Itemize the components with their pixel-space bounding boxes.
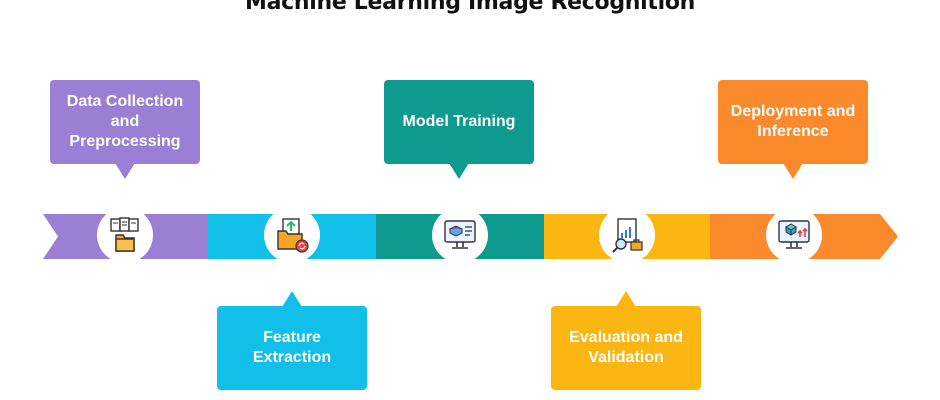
step-box-deployment: Deployment and Inference: [718, 80, 868, 164]
step-label-data-collection: Data Collection and Preprocessing: [66, 93, 184, 150]
step-pointer-data-collection: [115, 163, 135, 179]
icon-circle-5: [766, 207, 822, 263]
documents-folder-icon: [110, 217, 139, 252]
step-box-evaluation: Evaluation and Validation: [551, 306, 701, 390]
step-pointer-model-training: [449, 163, 469, 179]
diagram-title: Machine Learning Image Recognition: [244, 0, 696, 15]
step-pointer-feature-extraction: [282, 291, 302, 307]
icon-circle-4: [599, 207, 655, 263]
report-magnifier-briefcase-icon: [612, 218, 643, 253]
folder-upload-refresh-icon: [277, 218, 309, 253]
monitor-model-icon: [444, 220, 476, 249]
step-box-model-training: Model Training: [384, 80, 534, 164]
monitor-cube-arrows-icon: [778, 220, 810, 249]
step-label-deployment: Deployment and Inference: [730, 103, 856, 140]
step-label-model-training: Model Training: [402, 113, 516, 130]
step-pointer-deployment: [783, 163, 803, 179]
icon-circle-2: [264, 207, 320, 263]
step-pointer-evaluation: [616, 291, 636, 307]
step-label-feature-extraction: Feature Extraction: [252, 329, 332, 366]
icon-circle-1: [97, 207, 153, 263]
step-label-evaluation: Evaluation and Validation: [569, 329, 683, 366]
step-box-feature-extraction: Feature Extraction: [217, 306, 367, 390]
step-box-data-collection: Data Collection and Preprocessing: [50, 80, 200, 164]
icon-circle-3: [432, 207, 488, 263]
